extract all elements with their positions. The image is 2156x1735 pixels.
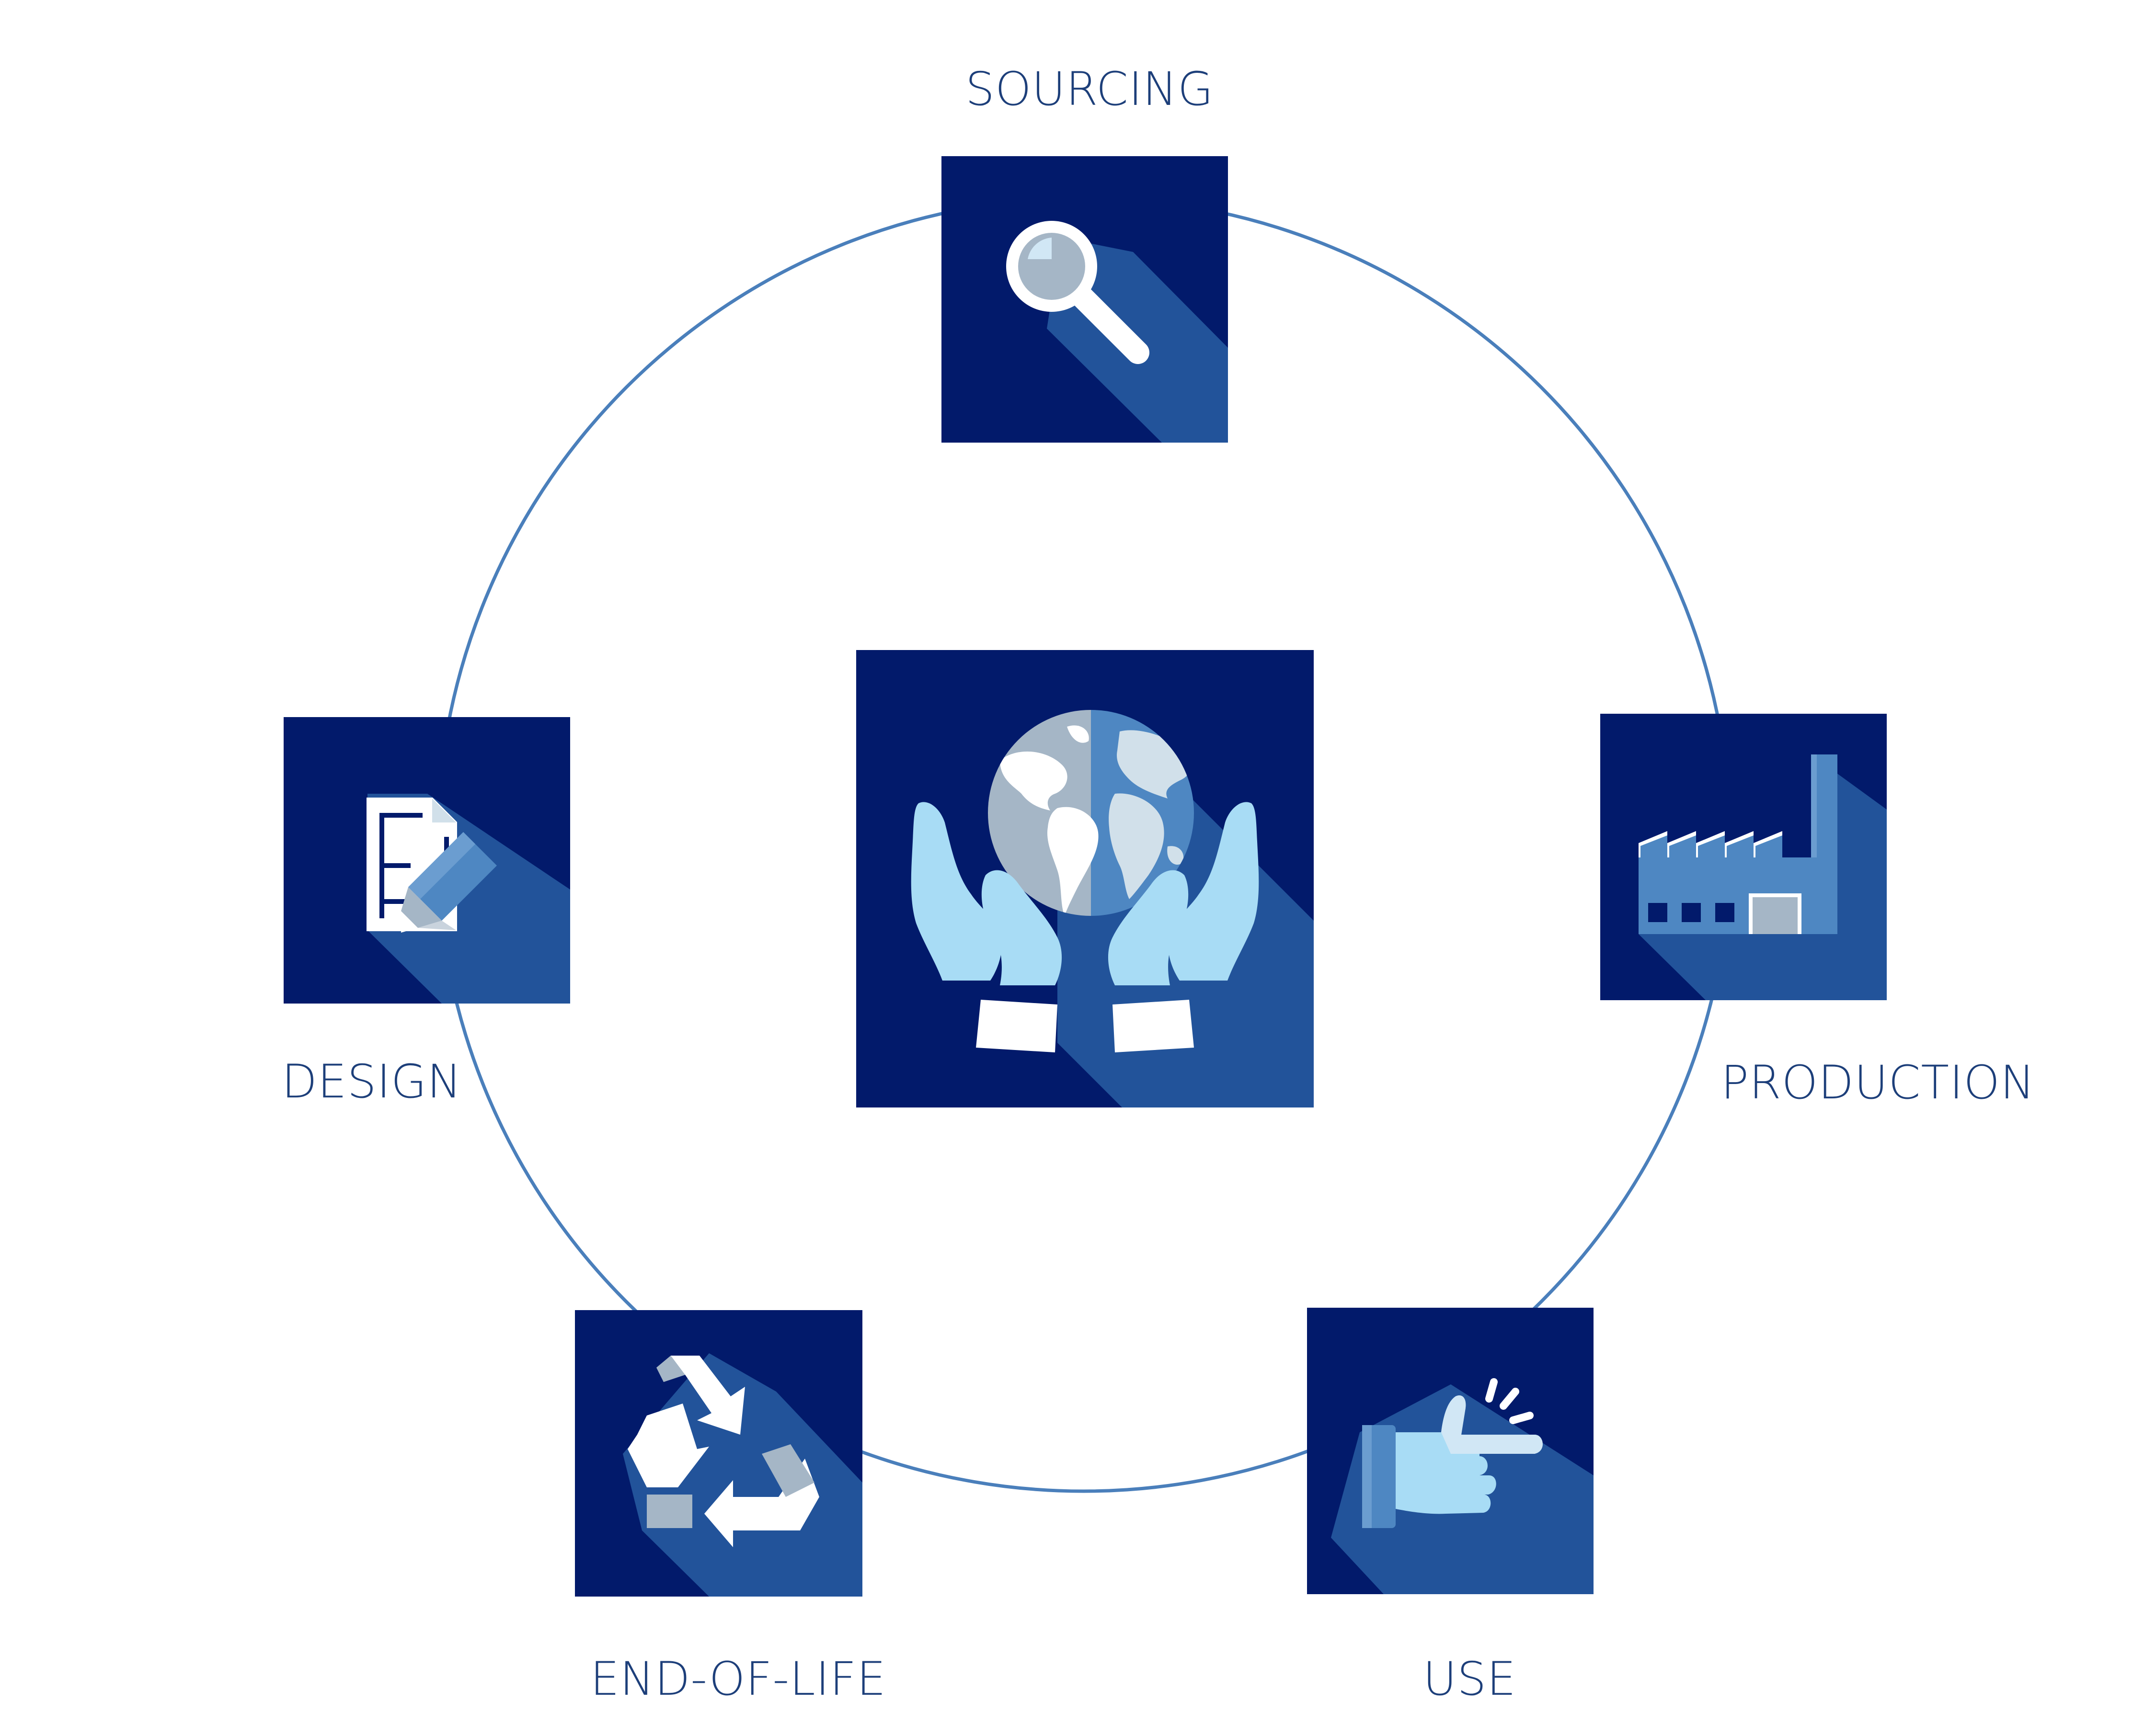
recycle-icon — [575, 1310, 862, 1597]
blueprint-pencil-icon — [284, 717, 570, 1004]
end-of-life-label: END-OF-LIFE — [590, 1652, 886, 1706]
use-label: USE — [1423, 1652, 1516, 1706]
factory-icon — [1600, 714, 1887, 1000]
sourcing-tile — [941, 156, 1228, 443]
pointing-hand-icon — [1307, 1308, 1594, 1594]
end-of-life-tile — [575, 1310, 862, 1597]
production-label: PRODUCTION — [1721, 1056, 2035, 1109]
center-tile — [856, 650, 1314, 1107]
design-tile — [284, 717, 570, 1004]
sourcing-label: SOURCING — [965, 62, 1214, 116]
design-label: DESIGN — [282, 1055, 462, 1108]
hands-holding-globe-icon — [856, 650, 1314, 1107]
production-tile — [1600, 714, 1887, 1000]
use-tile — [1307, 1308, 1594, 1594]
magnifier-icon — [941, 156, 1228, 443]
